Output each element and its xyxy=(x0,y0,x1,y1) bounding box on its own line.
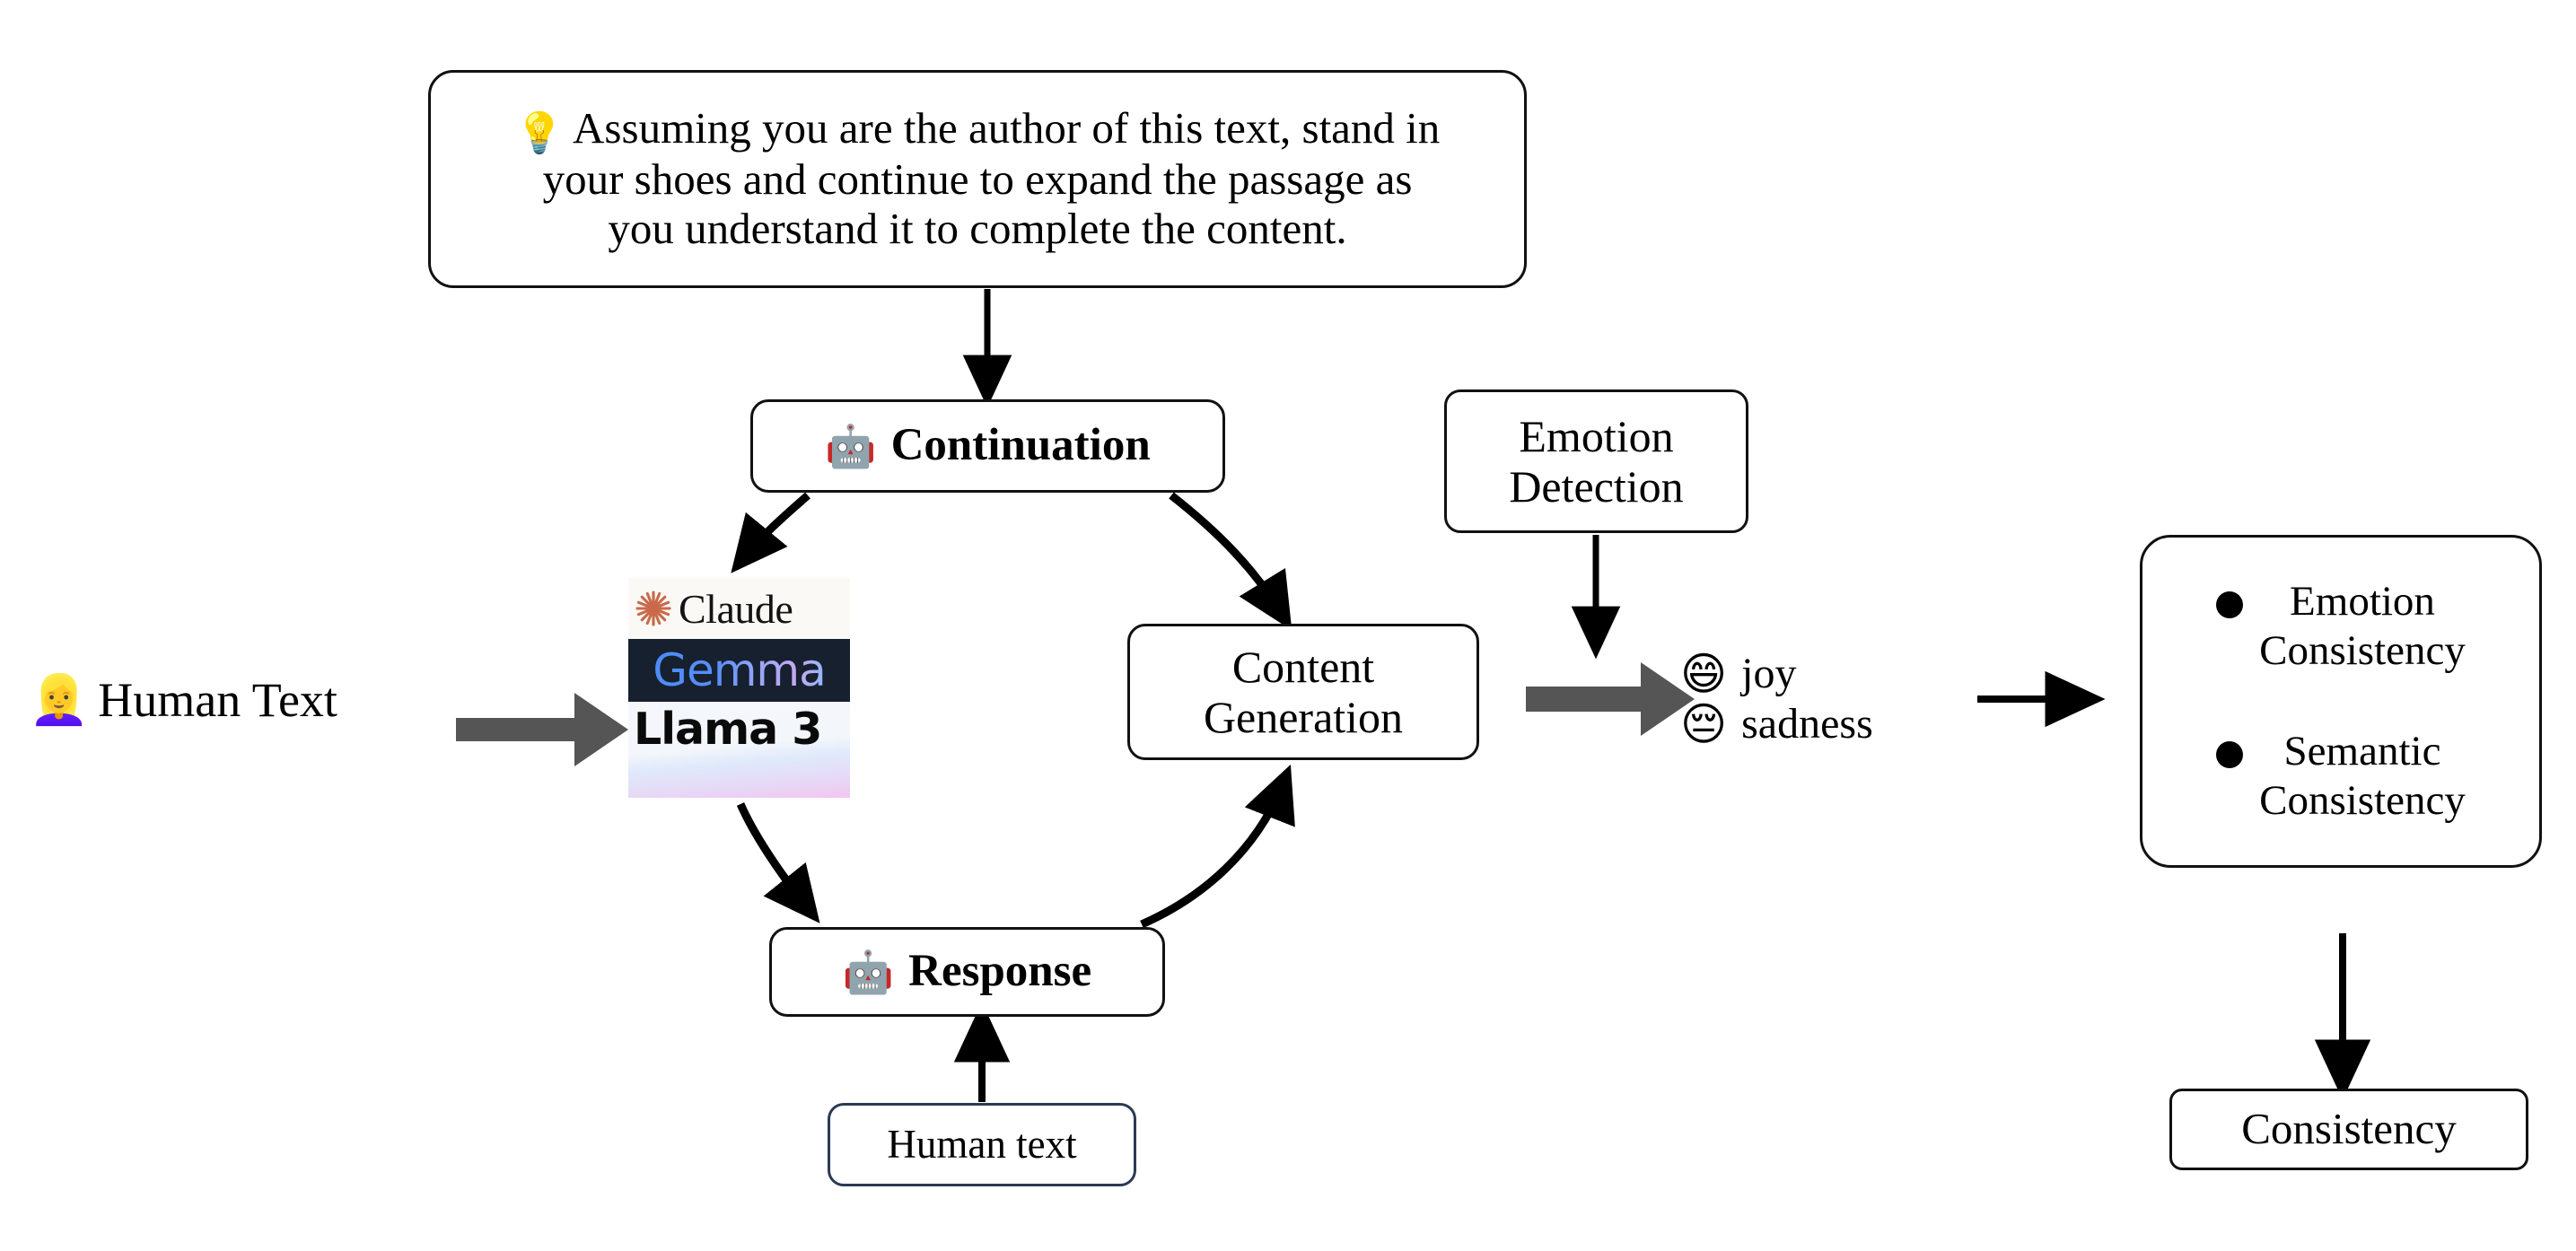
content-generation-line-1: Content xyxy=(1231,642,1375,692)
arrow-continuation-to-models xyxy=(731,492,810,573)
content-generation-node[interactable]: Content Generation xyxy=(1127,624,1479,760)
continuation-label: Continuation xyxy=(890,420,1151,471)
consistency-check-1-line-1: Semantic xyxy=(2283,727,2441,774)
blonde-woman-icon: 👱‍♀️ xyxy=(29,671,90,728)
emotion-output-item: 😔 sadness xyxy=(1680,702,1873,747)
grey-arrow-human-to-models xyxy=(456,693,628,766)
continuation-node[interactable]: 🤖 Continuation xyxy=(750,399,1225,493)
claude-wordmark: Claude xyxy=(679,585,793,632)
consistency-check-item: Semantic Consistency xyxy=(2216,727,2466,827)
llama-logo: Llama 3 xyxy=(628,702,850,798)
emotion-detection-node[interactable]: Emotion Detection xyxy=(1444,389,1748,533)
grey-arrow-content-to-emotions xyxy=(1526,662,1695,736)
gemma-wordmark: Gemma xyxy=(653,644,827,696)
response-node[interactable]: 🤖 Response xyxy=(769,927,1165,1017)
grinning-face-icon: 😄 xyxy=(1680,648,1728,700)
emotion-output-list: 😄 joy 😔 sadness xyxy=(1680,652,1873,747)
prompt-line-1: 💡 Assuming you are the author of this te… xyxy=(514,102,1441,156)
response-label: Response xyxy=(908,946,1092,997)
prompt-line-1-text: Assuming you are the author of this text… xyxy=(573,102,1441,153)
robot-icon: 🤖 xyxy=(842,948,895,996)
consistency-check-1-line-2: Consistency xyxy=(2259,776,2466,824)
consistency-check-0-line-2: Consistency xyxy=(2259,627,2466,675)
emotion-label-sadness: sadness xyxy=(1741,700,1873,748)
arrow-models-to-response xyxy=(736,802,820,923)
robot-icon: 🤖 xyxy=(825,422,877,470)
consistency-result-label: Consistency xyxy=(2241,1104,2457,1154)
claude-logo: Claude xyxy=(628,578,850,639)
prompt-instruction-box: 💡 Assuming you are the author of this te… xyxy=(428,70,1527,288)
content-generation-line-2: Generation xyxy=(1203,692,1404,742)
consistency-check-0-line-1: Emotion xyxy=(2290,577,2435,625)
emotion-output-item: 😄 joy xyxy=(1680,652,1873,696)
bullet-dot-icon xyxy=(2216,591,2244,618)
emotion-label-joy: joy xyxy=(1741,650,1797,697)
pensive-face-icon: 😔 xyxy=(1680,698,1728,750)
human-text-source-text: Human Text xyxy=(98,673,337,727)
gemma-logo: Gemma xyxy=(628,639,850,702)
claude-starburst-icon xyxy=(635,591,671,626)
human-text-node[interactable]: Human text xyxy=(828,1103,1136,1186)
consistency-check-item: Emotion Consistency xyxy=(2216,577,2466,677)
emotion-detection-line-1: Emotion xyxy=(1519,411,1674,461)
light-bulb-icon: 💡 xyxy=(514,109,565,156)
human-text-node-label: Human text xyxy=(887,1122,1077,1168)
arrow-continuation-to-content-generation xyxy=(1169,492,1292,631)
prompt-line-2: your shoes and continue to expand the pa… xyxy=(542,154,1413,205)
prompt-line-3: you understand it to complete the conten… xyxy=(608,204,1347,254)
consistency-checks-box: Emotion Consistency Semantic Consistency xyxy=(2140,535,2542,868)
arrow-response-to-content-generation xyxy=(1140,764,1295,929)
consistency-result-node[interactable]: Consistency xyxy=(2169,1089,2528,1170)
emotion-detection-line-2: Detection xyxy=(1509,461,1684,512)
llama-wordmark: Llama 3 xyxy=(634,704,822,755)
model-logo-stack: Claude Gemma Llama 3 xyxy=(628,578,850,798)
human-text-source-label: 👱‍♀️ Human Text xyxy=(29,671,337,729)
bullet-dot-icon xyxy=(2216,740,2244,768)
